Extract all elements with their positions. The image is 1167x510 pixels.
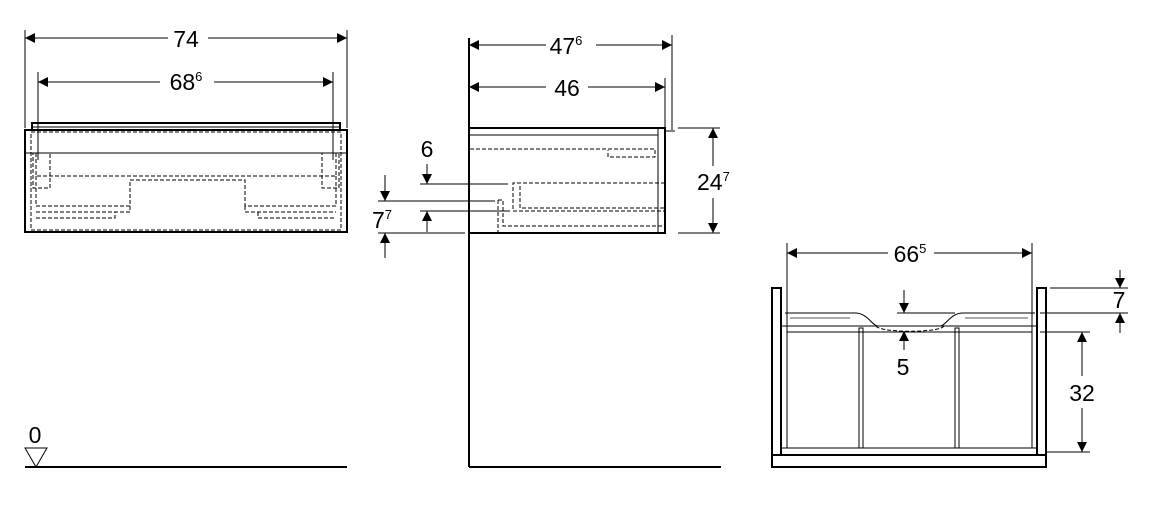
floor-level-marker: 0: [24, 422, 347, 468]
dim-inner-width: 665: [894, 241, 927, 267]
dim-width-inner: 686: [170, 69, 203, 95]
floor-level-label: 0: [29, 422, 42, 448]
dim-width-total: 74: [173, 26, 199, 52]
dim-depth-total: 476: [550, 33, 583, 59]
dim-top-gap: 7: [1113, 287, 1126, 313]
dim-offset-top: 6: [421, 136, 434, 162]
front-view: 74 686: [24, 26, 348, 233]
side-view: 476 46 247 6 77: [372, 33, 730, 468]
dim-height: 247: [697, 169, 730, 195]
dim-cutout-depth: 5: [897, 354, 910, 380]
dim-drawer-height: 32: [1069, 380, 1095, 406]
dim-depth-body: 46: [554, 75, 580, 101]
dim-offset-bottom: 77: [372, 207, 392, 233]
detail-view: 665 7 5 32: [771, 241, 1128, 468]
